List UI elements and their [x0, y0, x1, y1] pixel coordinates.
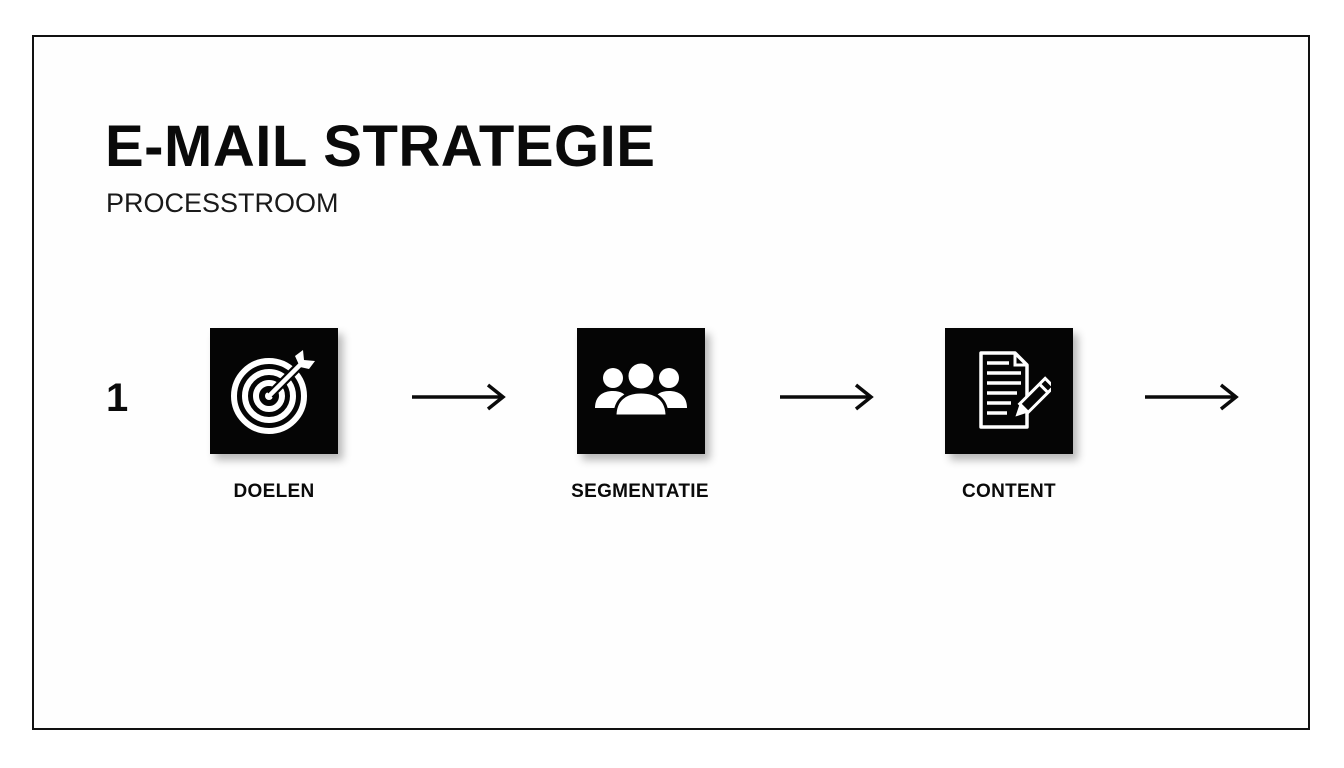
arrow-right-icon	[412, 383, 506, 411]
step-segmentation-tile	[577, 328, 705, 454]
users-group-icon	[595, 360, 687, 418]
arrow-right-icon	[780, 383, 874, 411]
diagram-title: E-MAIL STRATEGIE	[105, 114, 656, 179]
step-label-segmentation: SEGMENTATIE	[571, 481, 709, 502]
diagram-subtitle: PROCESSTROOM	[106, 188, 339, 218]
step-content-tile	[945, 328, 1073, 454]
step-number: 1	[106, 376, 129, 420]
target-icon	[231, 350, 315, 434]
arrow-right-icon	[1145, 383, 1239, 411]
step-goals-tile	[210, 328, 338, 454]
document-edit-icon	[979, 351, 1051, 429]
step-label-content: CONTENT	[962, 481, 1056, 502]
step-label-goals: DOELEN	[233, 481, 315, 502]
